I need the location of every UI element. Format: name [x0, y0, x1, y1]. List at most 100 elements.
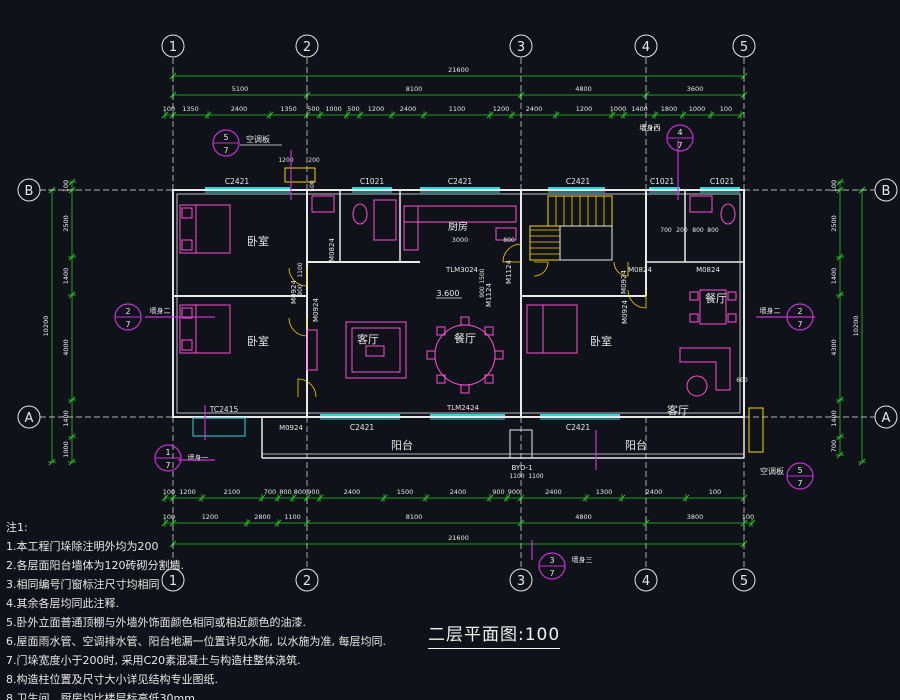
- room-label-balcony: 阳台: [625, 438, 647, 452]
- axis-label-top: 1: [169, 40, 177, 55]
- dim-bottom-detail-value: 1300: [596, 488, 613, 496]
- dim-bottom-mid-value: 8100: [406, 513, 423, 521]
- dim-top-detail-slash: [204, 111, 212, 119]
- room-label-bedroom: 卧室: [247, 234, 269, 248]
- dim-top-detail-slash: [343, 111, 351, 119]
- dim-bottom-mid-slash: [517, 519, 525, 527]
- door-label: TLM2424: [446, 404, 480, 412]
- dim-top-detail-slash: [707, 111, 715, 119]
- dim-bottom-detail-slash: [582, 494, 590, 502]
- door-swing: [613, 261, 629, 277]
- small-dimension: 1500: [479, 268, 486, 283]
- dining-chair: [436, 374, 446, 384]
- dining-chair-right: [727, 291, 737, 301]
- axis-bubble-bottom: [509, 568, 533, 592]
- small-dimension: 900: [297, 284, 304, 296]
- nightstand: [181, 239, 193, 251]
- dim-top-detail-value: 1350: [182, 105, 199, 113]
- dim-right-value: 100: [830, 180, 838, 192]
- small-dimension: 900: [479, 286, 486, 298]
- dim-right-value: 1400: [830, 268, 838, 285]
- kitchen-counter-side: [403, 205, 419, 251]
- notes-block: 注1: 1.本工程门垛除注明外均为200 2.各层面阳台墙体为120砖砌分割墙.…: [6, 518, 406, 700]
- tc-window: [192, 417, 246, 437]
- coffee-table: [365, 345, 385, 357]
- kitchen-counter: [403, 205, 517, 223]
- door-label: M0824: [328, 238, 336, 262]
- dining-chair: [484, 326, 494, 336]
- dim-bottom-mid-value: 4800: [575, 513, 592, 521]
- dim-top-mid-value: 5100: [232, 85, 249, 93]
- door-label: M0924: [621, 300, 629, 324]
- dim-left-slash: [68, 433, 76, 441]
- exterior-wall-inner: [176, 193, 741, 414]
- dim-bottom-detail-value: 2400: [545, 488, 562, 496]
- axis-bubble-bottom: [161, 568, 185, 592]
- window-label: C2421: [350, 423, 375, 432]
- axis-label-bottom: 2: [303, 574, 311, 589]
- nightstand: [181, 307, 193, 319]
- door-swing: [297, 378, 317, 398]
- dim-bottom-detail-value: 1500: [397, 488, 414, 496]
- dim-left-total-slash: [48, 458, 56, 466]
- dim-left-value: 1000: [62, 441, 70, 458]
- dim-right-slash: [836, 451, 844, 459]
- toilet-right: [720, 203, 736, 225]
- dim-left-value: 100: [62, 180, 70, 192]
- dim-right-slash: [836, 253, 844, 261]
- note-item: 4.其余各层均同此注释.: [6, 597, 119, 610]
- dim-right-value: 2500: [830, 215, 838, 232]
- dim-top-detail-slash: [161, 111, 169, 119]
- dim-right-value: 700: [830, 440, 838, 452]
- kitchen-dimension: 3000: [452, 236, 469, 244]
- sofa-inner: [351, 327, 401, 373]
- callout-number: 3: [549, 556, 554, 565]
- dim-top-detail-value: 1100: [449, 105, 466, 113]
- axis-bubble-top: [295, 34, 319, 58]
- callout-label: 墙身一: [188, 453, 209, 462]
- room-label-kitchen: 厨房: [448, 220, 468, 233]
- window-label: C1021: [710, 177, 735, 186]
- small-dimension: 200: [308, 157, 320, 164]
- note-item: 8.卫生间、厨房均比楼层标高低30mm.: [6, 692, 199, 700]
- wardrobe: [306, 329, 318, 371]
- axis-label-top: 4: [642, 40, 650, 55]
- dim-bottom-detail-value: 2400: [646, 488, 663, 496]
- note-item: 3.相同编号门窗标注尺寸均相同: [6, 578, 160, 591]
- dim-top-detail-value: 1000: [325, 105, 342, 113]
- byd-label: BYD-1: [511, 464, 532, 472]
- dim-top-detail-value: 2400: [231, 105, 248, 113]
- dining-table-right: [699, 289, 727, 325]
- toilet: [352, 203, 368, 225]
- title-underline: [428, 648, 561, 649]
- dim-bottom-detail-slash: [422, 494, 430, 502]
- dim-left-slash: [68, 253, 76, 261]
- axis-bubble-bottom: [295, 568, 319, 592]
- small-dimension: 1100: [509, 473, 524, 480]
- dim-bottom-mid-slash: [274, 519, 282, 527]
- window-label: TC2415: [209, 405, 239, 414]
- dim-top-detail-value: 100: [720, 105, 732, 113]
- dim-bottom-mid-slash: [169, 519, 177, 527]
- dim-bottom-detail-value: 100: [163, 488, 175, 496]
- dim-top-detail-slash: [552, 111, 560, 119]
- bed-headboard: [179, 304, 197, 354]
- axis-bubble-right: [874, 405, 898, 429]
- callout-sheet: 7: [549, 569, 554, 578]
- callout-sheet: 7: [125, 320, 130, 329]
- dim-top-detail-slash: [388, 111, 396, 119]
- axis-label-right: A: [882, 411, 891, 426]
- callout-label: 墙身三: [572, 555, 593, 564]
- bed-mid-left: [179, 304, 231, 354]
- dim-bottom-mid-slash: [642, 519, 650, 527]
- dim-bottom-detail-value: 800: [294, 488, 306, 496]
- dim-left-value: 4000: [62, 339, 70, 356]
- dim-right-slash: [836, 396, 844, 404]
- dim-bottom-mid-slash: [748, 519, 756, 527]
- note-item: 5.卧外立面普通顶棚与外墙外饰面颜色相同或相近颜色的油漆.: [6, 616, 306, 629]
- callout-sheet: 7: [797, 479, 802, 488]
